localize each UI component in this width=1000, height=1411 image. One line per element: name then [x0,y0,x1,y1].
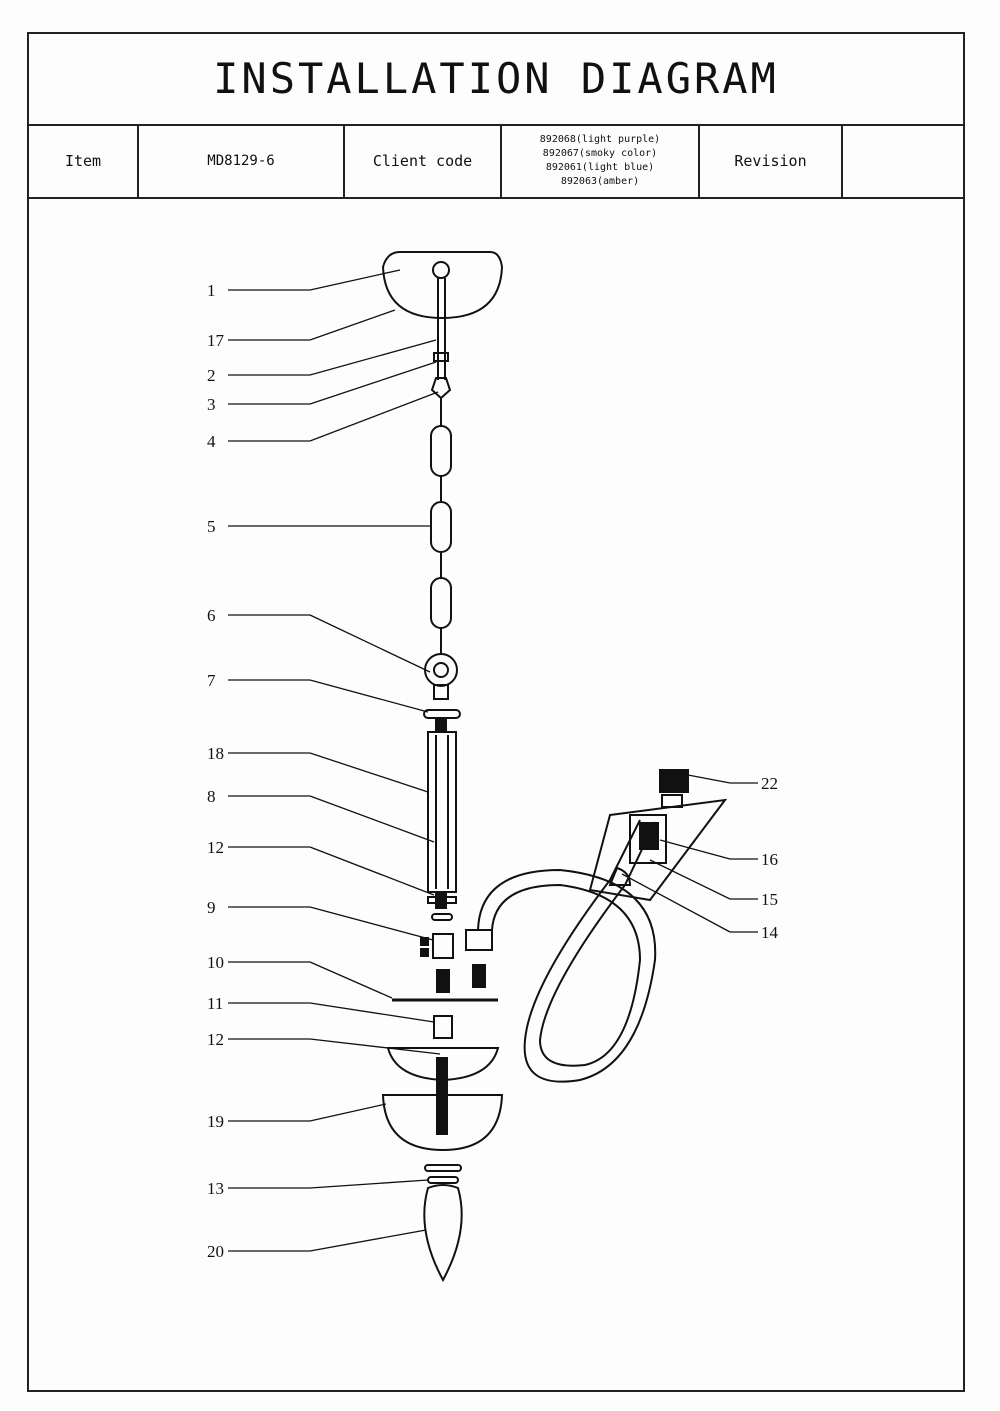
part-number-label: 4 [207,432,216,451]
leader-line [309,679,429,713]
leader-line [309,269,401,291]
chain [424,398,458,700]
socket-and-arm [465,769,728,1083]
leader-line [649,859,731,900]
part-number-label: 7 [207,671,216,690]
ceiling-canopy [381,251,504,400]
leader-lines [228,269,758,1252]
part-number-label: 22 [761,774,778,793]
item-label: Item [29,124,139,197]
leader-line [659,839,731,860]
left-callouts: 1 17 2 3 4 5 6 7 18 8 12 9 10 11 12 19 13 20 [207,281,225,1261]
part-number-label: 19 [207,1112,224,1131]
part-number-label: 17 [207,331,225,350]
leader-line [309,906,434,941]
part-number-label: 6 [207,606,216,625]
diagram-frame: INSTALLATION DIAGRAM Item MD8129-6 Clien… [27,32,965,1392]
page-title: INSTALLATION DIAGRAM [29,34,963,126]
part-number-label: 12 [207,838,224,857]
client-code: 892067(smoky color) [542,147,658,159]
part-number-label: 9 [207,898,216,917]
part-number-label: 3 [207,395,216,414]
client-code: 892061(light blue) [545,161,655,173]
client-code-label: Client code [345,124,502,197]
rod-assembly [381,709,504,1283]
leader-line [309,1002,435,1023]
leader-line [309,846,435,896]
client-code: 892068(light purple) [539,133,661,145]
part-number-label: 8 [207,787,216,806]
leader-line [309,1038,441,1055]
client-code: 892063(amber) [560,175,640,187]
leader-line [309,309,396,341]
part-number-label: 13 [207,1179,224,1198]
part-number-label: 1 [207,281,216,300]
part-number-label: 18 [207,744,224,763]
part-number-label: 20 [207,1242,224,1261]
leader-line [309,339,437,376]
item-value: MD8129-6 [139,124,345,197]
leader-line [309,752,429,793]
part-number-label: 14 [761,923,779,942]
part-number-label: 11 [207,994,223,1013]
leader-line [309,614,431,673]
leader-line [309,795,435,843]
leader-line [309,1229,427,1252]
leader-line [309,361,437,405]
client-codes: 892068(light purple) 892067(smoky color)… [502,124,700,197]
leader-line [309,391,439,442]
part-number-label: 16 [761,850,778,869]
right-callouts: 22 16 15 14 [761,774,779,942]
part-number-label: 2 [207,366,216,385]
leader-line [309,961,393,999]
part-number-label: 10 [207,953,224,972]
part-number-label: 12 [207,1030,224,1049]
part-number-label: 5 [207,517,216,536]
leader-line [309,1179,429,1189]
header-table: Item MD8129-6 Client code 892068(light p… [29,124,963,199]
leader-line [687,774,731,784]
leader-line [309,1103,387,1122]
revision-label: Revision [700,124,843,197]
part-number-label: 15 [761,890,778,909]
leader-line [621,873,731,933]
